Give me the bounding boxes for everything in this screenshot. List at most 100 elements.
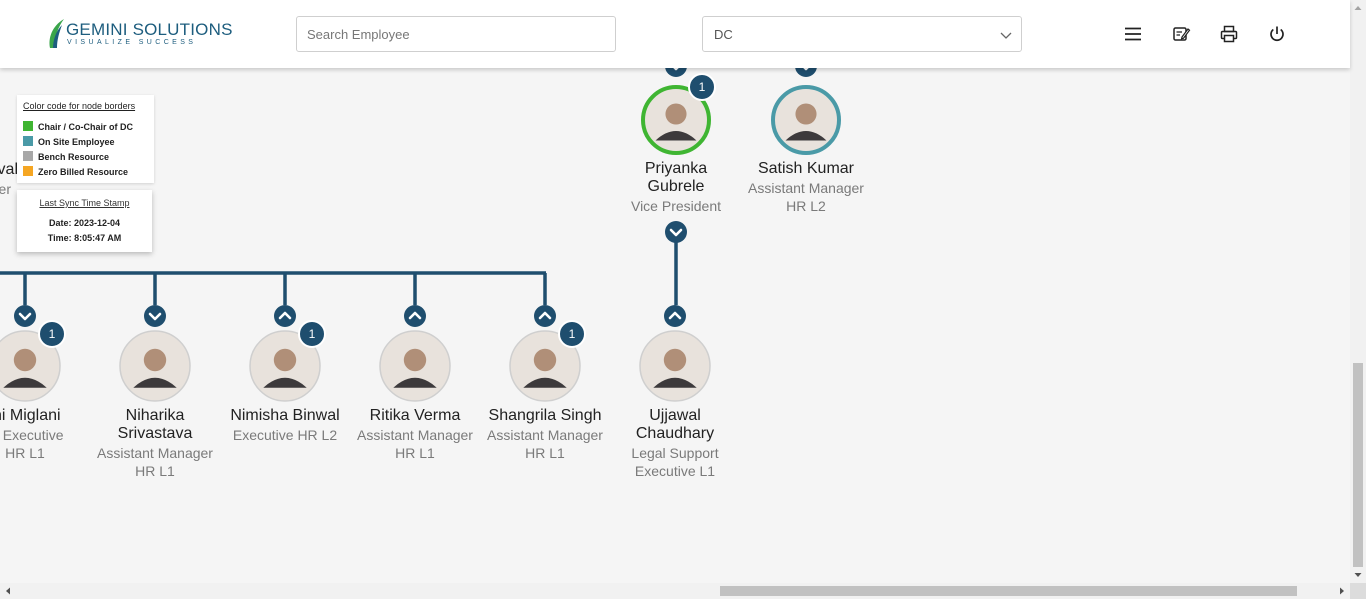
menu-icon[interactable]	[1123, 24, 1143, 44]
employee-designation: HR L2	[786, 198, 826, 214]
employee-designation: Assistant Manager	[748, 180, 864, 196]
connector-lines	[0, 271, 547, 305]
scroll-right-arrow-icon[interactable]	[1334, 583, 1350, 599]
vertical-scroll-thumb[interactable]	[1353, 363, 1363, 567]
employee-designation: Assistant Manager	[357, 427, 473, 443]
employee-designation: Assistant Manager	[487, 427, 603, 443]
legend-item-zero-billed: Zero Billed Resource	[23, 166, 128, 178]
avatar-face	[795, 103, 817, 125]
last-sync-box: Last Sync Time Stamp Date: 2023-12-04 Ti…	[17, 190, 152, 252]
avatar-face	[533, 348, 557, 372]
chevron-up-icon	[278, 311, 292, 320]
legend-item-chair: Chair / Co-Chair of DC	[23, 121, 133, 133]
employee-designation: HR L1	[525, 445, 565, 461]
employee-name: ini Miglani	[0, 407, 61, 424]
node-border-legend: Color code for node borders Chair / Co-C…	[17, 95, 154, 183]
avatar-face	[665, 103, 687, 125]
chevron-down-icon	[669, 228, 683, 237]
horizontal-scrollbar[interactable]	[0, 583, 1350, 599]
employee-designation: Assistant Manager	[97, 445, 213, 461]
toggle-up-button[interactable]	[534, 305, 556, 327]
toggle-up-button[interactable]	[404, 305, 426, 327]
employee-name: Priyanka	[644, 160, 708, 177]
employee-name: Shangrila Singh	[488, 407, 602, 424]
sync-title: Last Sync Time Stamp	[39, 198, 130, 208]
legend-swatch	[23, 151, 33, 161]
sync-date: Date: 2023-12-04	[48, 218, 121, 228]
employee-designation: Executive HR L2	[232, 427, 338, 443]
employee-designation: Executive L1	[634, 463, 716, 479]
sync-time: Time: 8:05:47 AM	[47, 233, 122, 243]
scroll-up-arrow-icon[interactable]	[1350, 0, 1366, 16]
employee-designation: Vice President	[630, 198, 721, 214]
toggle-down-button[interactable]	[144, 305, 166, 327]
avatar-body	[3, 377, 47, 388]
edit-note-icon[interactable]	[1171, 24, 1191, 44]
avatar-face	[273, 348, 297, 372]
legend-title: Color code for node borders	[23, 101, 136, 111]
legend-swatch	[23, 166, 33, 176]
avatar-body	[393, 377, 437, 388]
employee-name: Satish Kumar	[757, 160, 855, 177]
avatar-face	[13, 348, 37, 372]
toggle-up-button[interactable]	[664, 305, 686, 327]
employee-designation: or Executive	[0, 427, 64, 443]
vertical-scrollbar[interactable]	[1350, 0, 1366, 583]
scrollbar-corner	[1350, 583, 1366, 599]
logo-name: GEMINI SOLUTIONS	[66, 20, 233, 39]
employee-name: Gubrele	[647, 178, 705, 195]
report-count-badge-text: 1	[569, 327, 576, 341]
print-icon[interactable]	[1219, 24, 1239, 44]
department-select-value: DC	[714, 27, 733, 42]
employee-name: Chaudhary	[635, 425, 715, 442]
department-select[interactable]: DC	[702, 16, 1022, 52]
legend-swatch	[23, 121, 33, 131]
avatar-body	[263, 377, 307, 388]
report-count-badge	[688, 73, 716, 101]
avatar-body	[523, 377, 567, 388]
company-logo[interactable]: GEMINI SOLUTIONS VISUALIZE SUCCESS	[46, 18, 232, 50]
employee-designation: Legal Support	[631, 445, 719, 461]
scroll-down-arrow-icon[interactable]	[1350, 567, 1366, 583]
chevron-up-icon	[408, 311, 422, 320]
employee-name: Niharika	[125, 407, 185, 424]
avatar-face	[663, 348, 687, 372]
power-icon[interactable]	[1267, 24, 1287, 44]
chevron-up-icon	[538, 311, 552, 320]
partial-node-role: er	[0, 181, 11, 197]
logo-tagline: VISUALIZE SUCCESS	[67, 39, 197, 46]
avatar-face	[403, 348, 427, 372]
horizontal-scroll-thumb[interactable]	[720, 586, 1297, 596]
toggle-up-button[interactable]	[274, 305, 296, 327]
avatar-body	[655, 131, 697, 141]
report-count-badge-text: 1	[699, 80, 706, 94]
employee-name: Ritika Verma	[369, 407, 461, 424]
report-count-badge	[38, 320, 66, 348]
toggle-down-button[interactable]	[665, 221, 687, 243]
report-count-badge	[558, 320, 586, 348]
partial-node-name: val	[0, 161, 18, 178]
avatar-body	[785, 131, 827, 141]
legend-item-onsite: On Site Employee	[23, 136, 115, 148]
legend-item-bench: Bench Resource	[23, 151, 109, 163]
top-header: GEMINI SOLUTIONS VISUALIZE SUCCESS DC	[0, 0, 1350, 68]
logo-leaf-icon	[49, 19, 64, 48]
employee-designation: HR L1	[135, 463, 175, 479]
employee-designation: HR L1	[5, 445, 45, 461]
scroll-left-arrow-icon[interactable]	[0, 583, 16, 599]
chevron-down-icon	[148, 312, 162, 321]
toggle-down-button[interactable]	[14, 305, 36, 327]
chevron-up-icon	[668, 311, 682, 320]
avatar-body	[133, 377, 177, 388]
employee-name: Ujjawal	[649, 407, 701, 424]
employee-name: Srivastava	[117, 425, 193, 442]
employee-designation: HR L1	[395, 445, 435, 461]
avatar-body	[653, 377, 697, 388]
search-employee-input[interactable]	[296, 16, 616, 52]
employee-name: Nimisha Binwal	[230, 407, 340, 424]
report-count-badge-text: 1	[309, 327, 316, 341]
legend-swatch	[23, 136, 33, 146]
